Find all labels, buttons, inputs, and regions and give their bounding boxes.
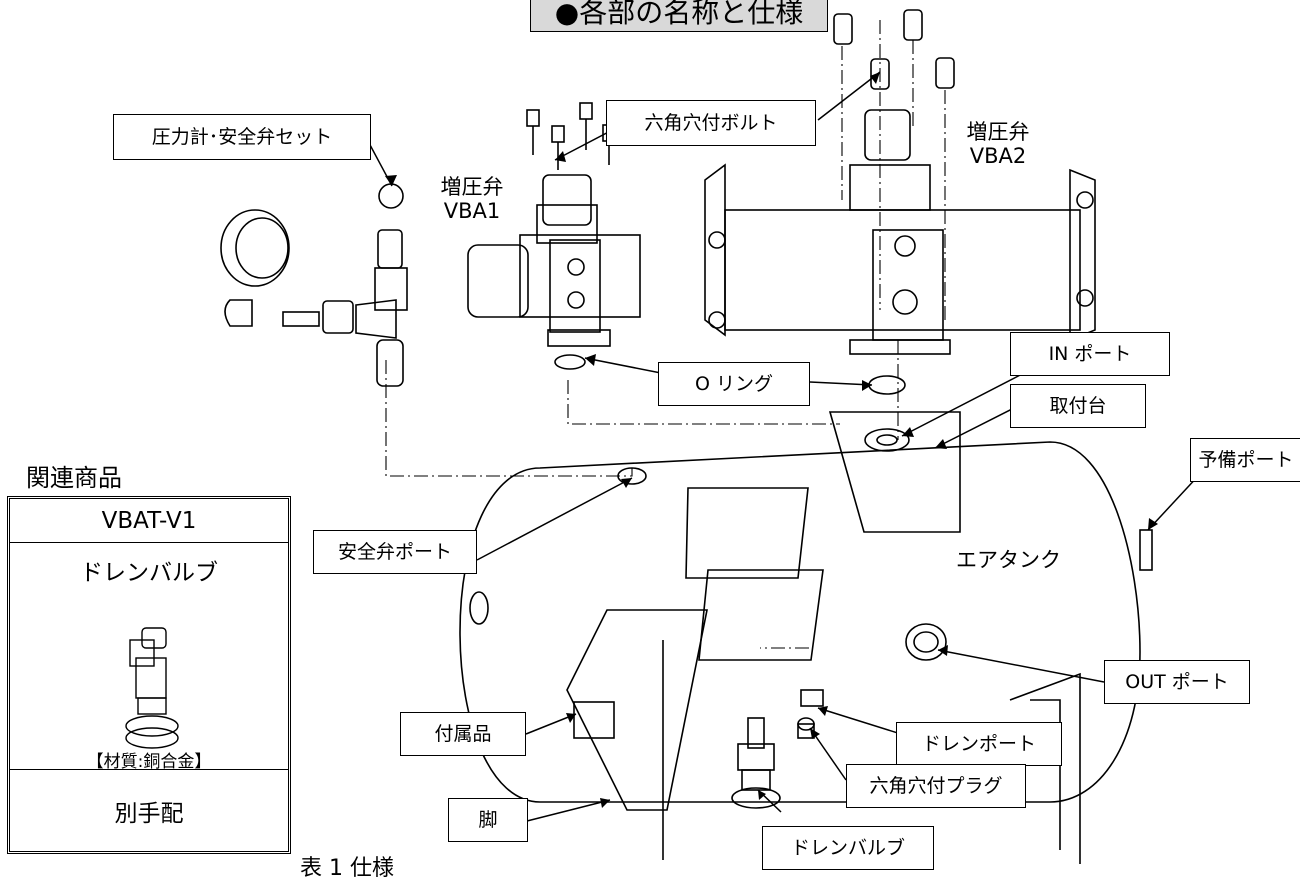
related-name: ドレンバルブ (80, 560, 218, 586)
label-leg: 脚 (448, 798, 528, 842)
related-drain-valve-image (125, 627, 179, 749)
air-tank-drawing (459, 441, 1153, 864)
label-pressure-gauge-set: 圧力計･安全弁セット (113, 114, 371, 160)
label-air-tank: エアタンク (956, 548, 1061, 572)
booster-vba2-drawing (704, 109, 1096, 355)
related-products-box: VBAT-V1 ドレンバルブ 【材質:銅合金】 別手配 (7, 496, 291, 854)
label-hex-bolt: 六角穴付ボルト (606, 100, 816, 146)
pressure-gauge-set-drawing (220, 183, 408, 387)
related-model: VBAT-V1 (10, 499, 288, 543)
table-caption: 表 1 仕様 (300, 856, 394, 881)
drain-valve-drawing (731, 717, 815, 809)
hex-bolts-vba1 (526, 102, 616, 170)
legs-drawing (566, 609, 708, 860)
mount-base-drawing (828, 411, 961, 533)
label-booster-vba1: 増圧弁 VBA1 (440, 175, 504, 224)
label-drain-port: ドレンポート (896, 722, 1062, 766)
label-spare-port: 予備ポート (1190, 438, 1300, 482)
label-drain-valve: ドレンバルブ (762, 826, 934, 870)
hex-bolts-vba2 (833, 9, 955, 90)
label-out-port: OUT ポート (1104, 660, 1250, 704)
related-products-heading: 関連商品 (26, 464, 122, 492)
label-booster-vba2: 増圧弁 VBA2 (966, 120, 1030, 169)
booster-vba1-drawing (467, 174, 641, 370)
diagram-title: ●各部の名称と仕様 (530, 0, 828, 32)
label-o-ring: O リング (658, 362, 810, 406)
related-material: 【材質:銅合金】 (86, 752, 212, 772)
label-mount-base: 取付台 (1010, 384, 1146, 428)
label-in-port: IN ポート (1010, 332, 1170, 376)
related-divider (10, 769, 288, 770)
related-note: 別手配 (114, 801, 184, 827)
label-hex-plug: 六角穴付プラグ (846, 764, 1026, 808)
label-accessory: 付属品 (400, 712, 526, 756)
label-safety-valve-port: 安全弁ポート (313, 530, 477, 574)
